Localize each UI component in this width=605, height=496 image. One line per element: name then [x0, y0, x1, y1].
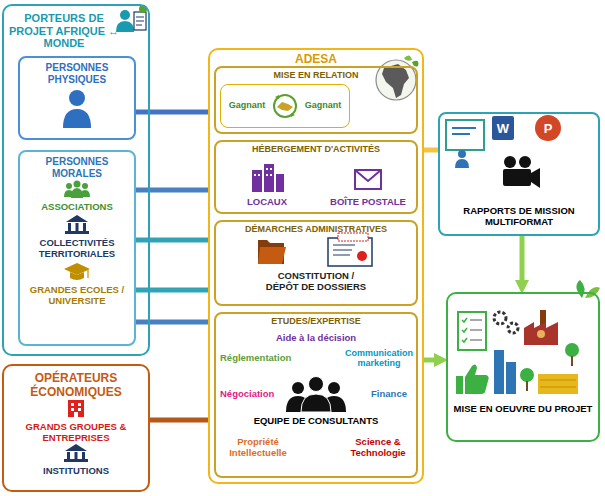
outcome-box: MISE EN OEUVRE DU PROJET — [446, 292, 600, 442]
node-text: CONSTITUTION / DÉPÔT DE DOSSIERS — [261, 271, 371, 293]
service-box: ETUDES/EXPERTISE Aide à la décisionRéglem… — [214, 312, 418, 478]
node-text: EQUIPE DE CONSULTANTS — [236, 416, 396, 427]
factory-icon — [524, 310, 558, 345]
territorial-authority-icon — [65, 215, 89, 234]
node-heading: PERSONNES MORALES — [24, 156, 130, 179]
node-text: Réglementation — [220, 353, 304, 364]
service-box: HÉBERGEMENT D'ACTIVITÉS LOCAUX BOÎTE POSTA… — [214, 140, 418, 214]
project-holder-icon — [116, 5, 147, 32]
gears-icon — [494, 312, 518, 333]
city-icon — [494, 350, 516, 394]
node-text: COLLECTIVITÉS TERRITORIALES — [24, 238, 130, 260]
actor-panel: PERSONNES PHYSIQUES PERSONNES MORALES ASSO… — [2, 4, 150, 356]
africa-globe-icon — [376, 55, 418, 100]
node-heading: MISE EN OEUVRE DU PROJET — [452, 404, 594, 415]
connector-line — [150, 418, 208, 423]
node-text: GRANDES ECOLES / UNIVERSITE — [24, 285, 130, 307]
node-text: Négociation — [220, 389, 290, 400]
connector-line — [424, 148, 438, 153]
service-box: DÉMARCHES ADMINISTRATIVES CONSTITUTION / … — [214, 220, 418, 306]
actor-box: PERSONNES MORALES ASSOCIATIONS COLLECTIVIT… — [18, 150, 136, 346]
win-win-box: Gagnant Gagnant — [220, 84, 350, 128]
handshake-icon — [274, 95, 296, 117]
node-text: Finance — [364, 389, 414, 400]
node-text: GRANDS GROUPES & ENTREPRISES — [8, 422, 144, 444]
node-text: Communication marketing — [342, 348, 416, 369]
plant-icon — [576, 280, 600, 298]
node-heading: MISE EN RELATION — [216, 70, 416, 80]
institution-icon — [64, 444, 88, 462]
service-box: Gagnant Gagnant MISE EN RELATION — [214, 66, 418, 134]
graduation-cap-icon — [64, 263, 90, 280]
node-heading: RAPPORTS DE MISSION MULTIFORMAT — [446, 206, 592, 228]
person-icon — [63, 90, 91, 128]
node-text: INSTITUTIONS — [8, 466, 144, 477]
node-heading: PORTEURS DE PROJET AFRIQUE ↔ MONDE — [6, 12, 122, 50]
folder-icon — [258, 240, 286, 264]
node-heading: OPÉRATEURS ÉCONOMIQUES — [8, 372, 144, 400]
presentation-icon — [446, 120, 484, 168]
company-building-icon — [68, 400, 84, 417]
connector-line — [136, 288, 208, 293]
service-panel: Gagnant Gagnant MISE EN RELATION HÉBERGEMEN… — [208, 48, 424, 484]
checklist-icon — [458, 312, 486, 350]
connector-arrow — [424, 358, 438, 363]
icon-letter: P — [537, 122, 559, 135]
certificate-icon — [328, 233, 372, 266]
node-heading: DÉMARCHES ADMINISTRATIVES — [216, 224, 416, 234]
node-text: Aide à la décision — [264, 333, 368, 344]
connector-line — [136, 110, 208, 115]
association-icon — [64, 181, 90, 199]
node-heading: HÉBERGEMENT D'ACTIVITÉS — [216, 144, 416, 154]
connector-arrow — [520, 236, 525, 284]
camera-icon — [503, 156, 540, 188]
connector-line — [136, 320, 208, 325]
actor-box: PERSONNES PHYSIQUES — [18, 56, 136, 140]
connector-line — [136, 188, 208, 193]
connector-line — [136, 238, 208, 243]
consultants-icon — [286, 377, 346, 413]
node-text: Science & Technologie — [340, 437, 416, 459]
node-text: ASSOCIATIONS — [24, 202, 130, 213]
thumbs-up-icon — [456, 364, 489, 394]
node-heading: Gagnant — [225, 100, 269, 110]
node-text: LOCAUX — [222, 197, 312, 208]
node-text: BOÎTE POSTALE — [320, 197, 416, 208]
mailbox-icon — [355, 170, 381, 189]
actor-panel: OPÉRATEURS ÉCONOMIQUES GRANDS GROUPES & E… — [2, 364, 150, 492]
output-box: RAPPORTS DE MISSION MULTIFORMAT — [438, 112, 600, 236]
trees-icon — [520, 343, 579, 394]
word-icon — [492, 116, 514, 140]
premises-icon — [252, 164, 284, 192]
powerpoint-icon — [535, 115, 561, 141]
icon-letter: W — [492, 122, 514, 135]
node-text: Gagnant — [301, 100, 345, 110]
node-heading: PERSONNES PHYSIQUES — [24, 62, 130, 85]
node-text: Propriété Intellectuelle — [220, 437, 296, 459]
node-heading: ETUDES/EXPERTISE — [216, 316, 416, 326]
node-heading: ADESA — [210, 53, 422, 67]
